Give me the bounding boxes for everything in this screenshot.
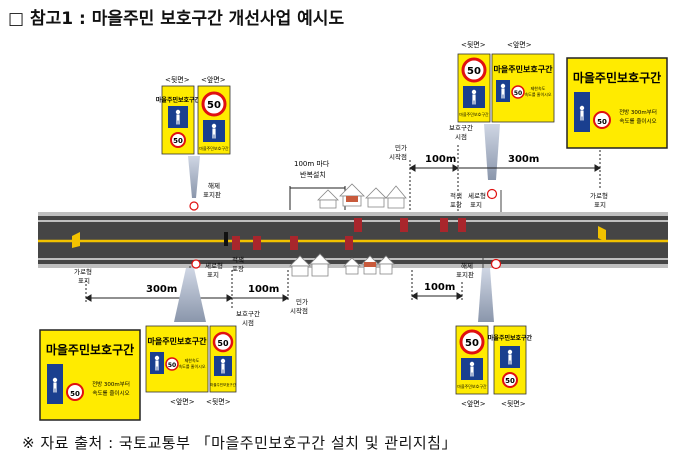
zone-sign-back-tr: 마을주민보호구간 50 제한속도 속도를 줄이시오: [491, 53, 555, 123]
dim-lines-top: [289, 145, 601, 212]
svg-text:속도를 줄이시오: 속도를 줄이시오: [178, 363, 205, 369]
removal-post: [224, 232, 228, 246]
dist-300m-top: 300m: [508, 154, 539, 165]
svg-text:마을주민보호구간: 마을주민보호구간: [494, 64, 554, 74]
svg-text:마을주민보호구간: 마을주민보호구간: [46, 342, 134, 357]
svg-text:전방 300m부터: 전방 300m부터: [619, 108, 657, 116]
back-side-label: <뒷면>: [165, 75, 190, 84]
svg-text:50: 50: [597, 118, 607, 126]
svg-text:마을주민보호구간: 마을주민보호구간: [148, 336, 208, 346]
label-garo-sign-bottom: 가로형 표지: [74, 267, 94, 285]
garo-sign-large-tr: 마을주민보호구간 50 전방 300m부터 속도를 줄이시오: [566, 57, 668, 149]
svg-text:50: 50: [173, 137, 183, 145]
svg-text:속도를 줄이시오: 속도를 줄이시오: [92, 389, 129, 397]
svg-text:전방 300m부터: 전방 300m부터: [92, 380, 130, 388]
label-zone-start-top: 보호구간 시점: [449, 123, 475, 141]
zone-sign-back-br: 마을주민보호구간 50: [488, 325, 533, 395]
edge-marker-right: [598, 226, 606, 242]
svg-text:마을주민보호구간: 마을주민보호구간: [156, 96, 201, 104]
zone-sign-front-tr: 50 마을주민보호구간: [457, 53, 491, 123]
sign-cone-bl: [174, 268, 206, 322]
source-footer: ※ 자료 출처 : 국토교통부 「마을주민보호구간 설치 및 관리지침」: [22, 434, 457, 452]
svg-text:마을주민보호구간: 마을주민보호구간: [459, 111, 489, 117]
svg-text:50: 50: [207, 100, 221, 111]
zone-sign-back-bl: 마을주민보호구간 50 제한속도 속도를 줄이시오: [145, 325, 209, 393]
back-side-label: <뒷면>: [461, 40, 486, 49]
zone-sign-front-tl: 50 마을주민보호구간: [197, 85, 231, 155]
label-sero-sign-top: 세로형 표지: [468, 191, 488, 209]
diagram-canvas: <뒷면> <앞면> 마을주민보호구간 50 50 마을주민보호구간 <뒷면> <…: [38, 40, 668, 421]
sign-cone-tl: [188, 156, 200, 198]
garo-sign-large-bl: 마을주민보호구간 50 전방 300m부터 속도를 줄이시오: [39, 329, 141, 421]
dist-100m-top: 100m: [425, 154, 456, 165]
label-repeat: 100m 마다 반복설치: [294, 159, 332, 179]
svg-text:속도를 줄이시오: 속도를 줄이시오: [619, 117, 656, 125]
label-zone-start-bottom: 보호구간 시점: [236, 309, 262, 327]
svg-text:제한속도: 제한속도: [531, 85, 546, 91]
front-side-label: <앞면>: [461, 399, 486, 408]
roof-accent: [346, 196, 358, 202]
svg-text:50: 50: [217, 339, 229, 348]
svg-text:마을주민보호구간: 마을주민보호구간: [457, 383, 487, 389]
svg-text:제한속도: 제한속도: [185, 357, 200, 363]
back-side-label: <뒷면>: [206, 397, 231, 406]
label-village-start-top: 민가 시작점: [389, 143, 409, 161]
zone-sign-back-tl: 마을주민보호구간 50: [156, 85, 201, 155]
back-side-label: <뒷면>: [501, 399, 526, 408]
roof-accent: [364, 262, 376, 267]
label-removal-sign-bottom: 해제 표지판: [456, 261, 475, 279]
dist-100m-bottom-right: 100m: [424, 282, 455, 293]
edge-marker-left: [72, 232, 80, 248]
front-side-label: <앞면>: [507, 40, 532, 49]
red-pavement: [232, 218, 466, 250]
svg-text:마을주민보호구간: 마을주민보호구간: [573, 70, 661, 85]
dim-lines-bottom: [85, 270, 463, 310]
dist-100m-bottom: 100m: [248, 284, 279, 295]
label-removal-sign-top: 해제 표지판: [203, 181, 222, 199]
svg-text:50: 50: [70, 390, 80, 398]
front-side-label: <앞면>: [170, 397, 195, 406]
svg-text:50: 50: [465, 338, 479, 349]
front-side-label: <앞면>: [201, 75, 226, 84]
svg-text:50: 50: [168, 362, 176, 369]
svg-text:마을주민보호구간: 마을주민보호구간: [210, 382, 237, 387]
svg-text:속도를 줄이시오: 속도를 줄이시오: [524, 91, 551, 97]
label-village-start-bottom: 민가 시작점: [290, 297, 310, 315]
speed-marker-small: [490, 258, 502, 270]
label-red-pave-bottom: 적색 포장: [232, 255, 246, 273]
dist-300m-bottom: 300m: [146, 284, 177, 295]
svg-text:50: 50: [467, 66, 481, 77]
svg-text:50: 50: [505, 377, 515, 385]
speed-marker-small: [486, 188, 498, 200]
speed-marker-small: [189, 201, 199, 211]
label-garo-sign-top: 가로형 표지: [590, 191, 610, 209]
label-red-pave-top: 적색 포장: [450, 191, 464, 209]
page-title: □ 참고1 : 마을주민 보호구간 개선사업 예시도: [8, 9, 345, 29]
svg-text:마을주민보호구간: 마을주민보호구간: [488, 334, 533, 342]
sign-cone-tr: [484, 124, 500, 180]
svg-text:50: 50: [514, 90, 522, 97]
houses-bottom: [289, 253, 395, 277]
sign-cone-br: [478, 268, 494, 322]
speed-marker-small: [191, 259, 201, 269]
label-sero-sign-bottom: 세로형 표지: [205, 261, 225, 279]
svg-text:마을주민보호구간: 마을주민보호구간: [199, 145, 229, 151]
zone-sign-front-bl: 50 마을주민보호구간: [209, 325, 237, 393]
zone-sign-front-br: 50 마을주민보호구간: [455, 325, 489, 395]
